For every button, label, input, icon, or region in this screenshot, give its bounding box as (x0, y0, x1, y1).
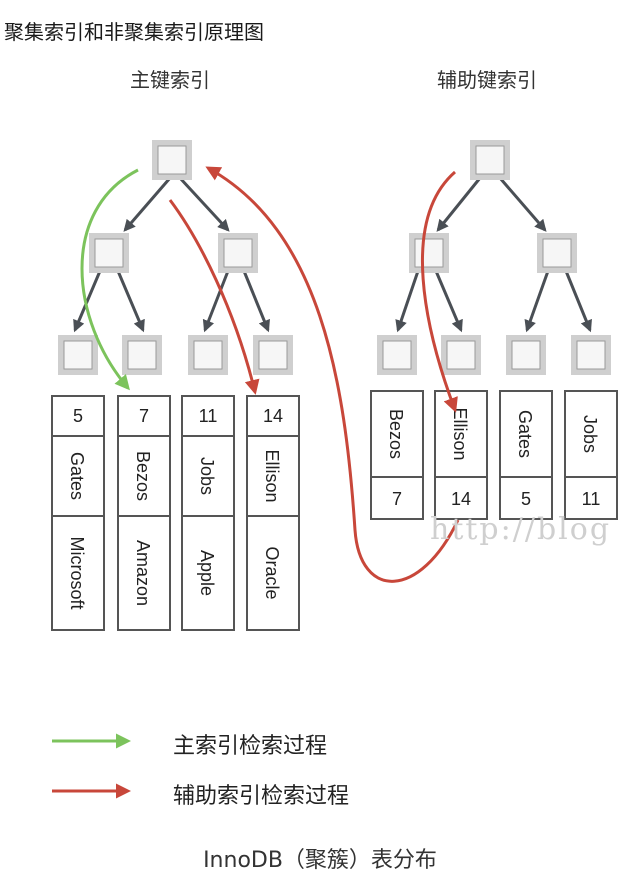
record-company: Oracle (262, 546, 282, 599)
legend-secondary-label: 辅助索引检索过程 (173, 784, 350, 809)
primary-index-title: 主键索引 (130, 68, 210, 92)
record-name: Jobs (197, 457, 217, 495)
record-key: 5 (73, 406, 83, 426)
secondary-leaf-node (441, 335, 481, 375)
record-key: 7 (139, 406, 149, 426)
primary-leaf-node (58, 335, 98, 375)
record-company: Apple (197, 550, 217, 596)
record-name: Jobs (580, 415, 600, 453)
record-key: 7 (392, 489, 402, 509)
record-name: Bezos (386, 409, 406, 459)
secondary-record: Gates 5 (499, 390, 553, 520)
secondary-root-node (470, 140, 510, 180)
record-name: Bezos (133, 451, 153, 501)
record-key: 11 (582, 489, 601, 509)
primary-record: 5 Gates Microsoft (51, 395, 105, 631)
primary-leaf-node (253, 335, 293, 375)
secondary-leaf-node (571, 335, 611, 375)
record-company: Microsoft (67, 536, 87, 609)
record-key: 14 (263, 406, 283, 426)
primary-record: 14 Ellison Oracle (246, 395, 300, 631)
primary-leaf-node (122, 335, 162, 375)
secondary-record: Ellison 14 (434, 390, 488, 520)
secondary-index-title: 辅助键索引 (437, 68, 537, 92)
watermark: http://blog (430, 512, 612, 547)
record-key: 5 (521, 489, 531, 509)
record-name: Ellison (450, 407, 470, 460)
legend-primary-label: 主索引检索过程 (173, 734, 328, 759)
record-name: Gates (67, 452, 87, 500)
record-name: Ellison (262, 449, 282, 502)
record-name: Gates (515, 410, 535, 458)
primary-record: 11 Jobs Apple (181, 395, 235, 631)
secondary-search-path-arrow (421, 170, 458, 413)
caption: InnoDB（聚簇）表分布 (203, 848, 437, 873)
record-key: 11 (199, 406, 218, 426)
primary-inner-node (218, 233, 258, 273)
secondary-leaf-node (506, 335, 546, 375)
record-key: 14 (451, 489, 471, 509)
primary-tree-edges (73, 176, 270, 333)
primary-inner-node (89, 233, 129, 273)
primary-key-search-arrow (168, 199, 260, 395)
primary-search-path-arrow (80, 168, 139, 391)
record-company: Amazon (133, 540, 153, 606)
primary-record: 7 Bezos Amazon (117, 395, 171, 631)
page-title: 聚集索引和非聚集索引原理图 (4, 20, 264, 44)
secondary-inner-node (409, 233, 449, 273)
primary-leaf-node (188, 335, 228, 375)
lookup-return-arrow (205, 166, 460, 583)
secondary-leaf-node (377, 335, 417, 375)
secondary-record: Jobs 11 (564, 390, 618, 520)
secondary-tree-edges (395, 177, 592, 333)
secondary-record: Bezos 7 (370, 390, 424, 520)
secondary-inner-node (537, 233, 577, 273)
primary-root-node (152, 140, 192, 180)
